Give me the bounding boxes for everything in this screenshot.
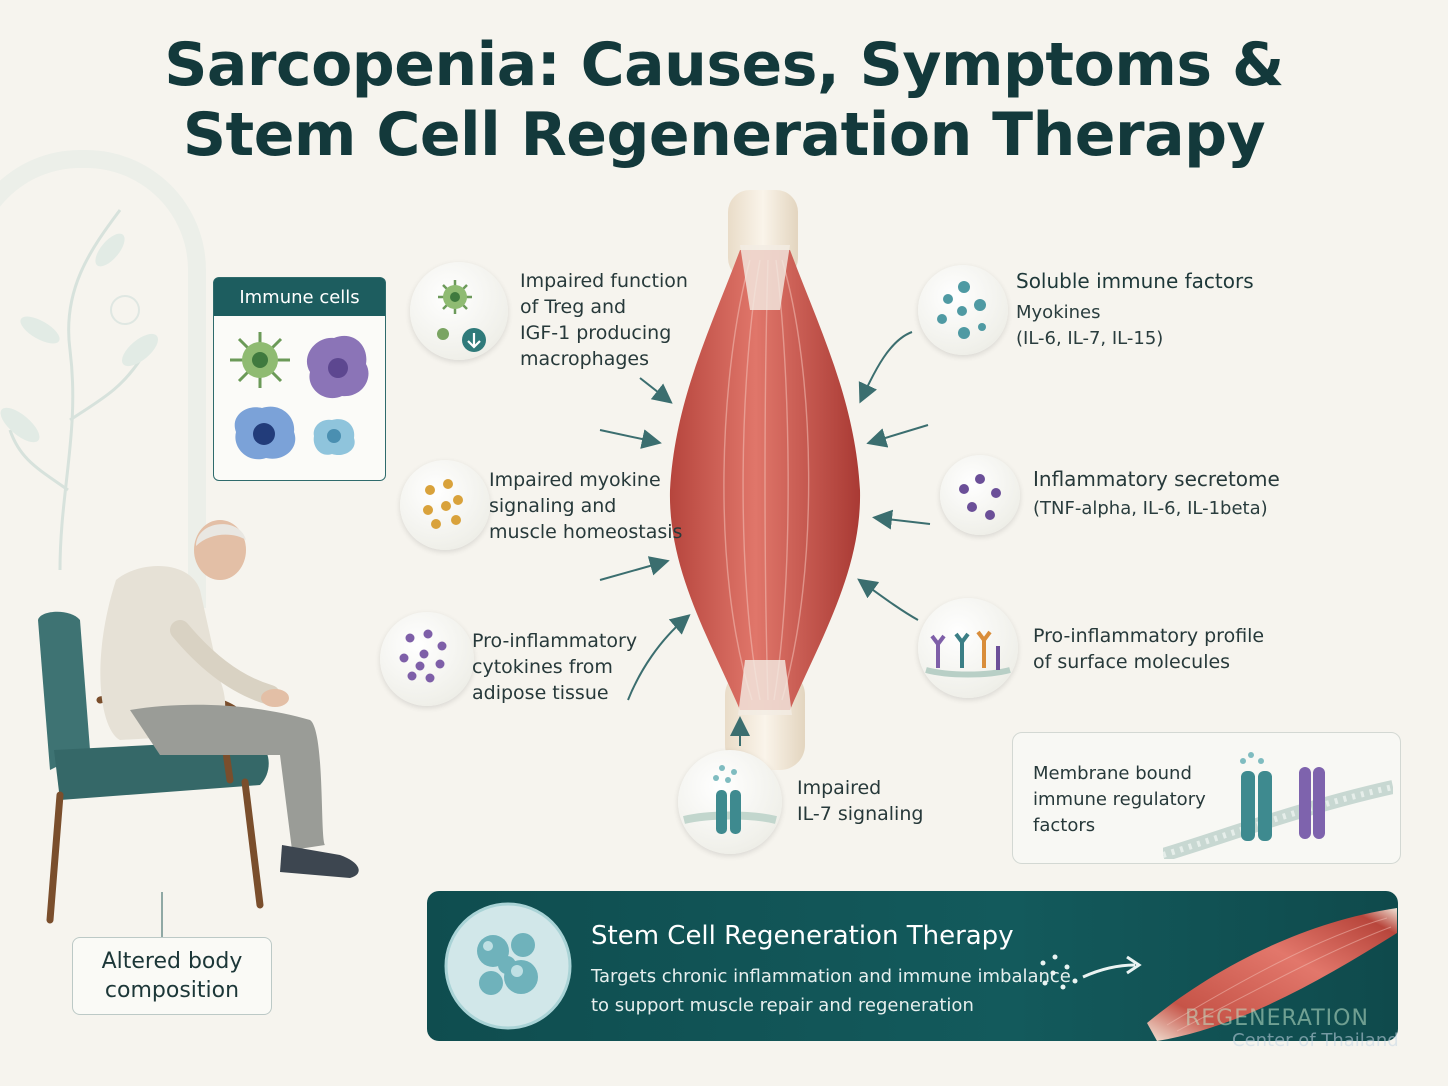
treg-macrophage-circle <box>410 262 508 360</box>
immune-cells-panel: Immune cells <box>213 277 386 481</box>
soluble-factors-label: Soluble immune factors Myokines (IL-6, I… <box>1016 269 1254 349</box>
therapy-title: Stem Cell Regeneration Therapy <box>591 921 1014 951</box>
adipose-cytokines-label: Pro-inflammatory cytokines from adipose … <box>472 630 638 704</box>
watermark-subtext: Center of Thailand <box>1232 1030 1399 1051</box>
membrane-receptor-icon <box>1163 752 1393 859</box>
immune-cells-illustration <box>230 332 369 460</box>
green-immune-cell-icon <box>230 332 290 388</box>
secretome-label: Inflammatory secretome (TNF-alpha, IL-6,… <box>1033 467 1280 519</box>
purple-immune-cell-icon <box>306 335 369 399</box>
surface-molecules-circle <box>918 598 1018 698</box>
therapy-description: Targets chronic inflammation and immune … <box>591 966 1071 1016</box>
surface-molecules-label: Pro-inflammatory profile of surface mole… <box>1033 625 1265 673</box>
background-plant-icon <box>0 209 159 570</box>
immune-cell-down-icon <box>437 280 486 352</box>
arrow-right-icon <box>1040 954 1142 990</box>
myokine-circle <box>400 460 490 550</box>
watermark-logo-text: REGENERATION <box>1185 1006 1369 1031</box>
altered-body-box: Altered body composition <box>72 937 272 1015</box>
stem-cell-therapy-banner: Stem Cell Regeneration Therapy Targets c… <box>427 891 1398 1041</box>
treg-macrophage-label: Impaired function of Treg and IGF-1 prod… <box>520 270 688 370</box>
membrane-factors-box: Membrane bound immune regulatory factors <box>1012 732 1401 864</box>
immune-cells-heading: Immune cells <box>214 278 385 316</box>
man-figure <box>100 520 359 878</box>
channel-receptor-icon <box>683 765 777 834</box>
teal-particles-icon <box>937 281 986 339</box>
title-line-2: Stem Cell Regeneration Therapy <box>182 100 1266 170</box>
regenerated-muscle-icon <box>1147 908 1397 1041</box>
purple-particles-icon <box>959 474 1001 520</box>
blue-immune-cell-icon <box>234 406 296 460</box>
title-line-1: Sarcopenia: Causes, Symptoms & <box>164 30 1284 100</box>
membrane-factors-label: Membrane bound immune regulatory factors <box>1033 763 1206 836</box>
elderly-man-illustration <box>38 520 359 924</box>
adipose-cytokines-circle <box>380 612 474 706</box>
il7-signaling-circle <box>678 750 782 854</box>
altered-body-connector <box>161 892 163 938</box>
soluble-factors-circle <box>918 265 1008 355</box>
secretome-circle <box>940 455 1020 535</box>
receptor-icon <box>925 630 1011 678</box>
il7-signaling-label: Impaired IL-7 signaling <box>797 777 924 825</box>
purple-particles-icon <box>399 629 447 683</box>
down-arrow-icon <box>467 333 481 349</box>
muscle-illustration <box>669 190 861 770</box>
stem-cell-icon <box>444 902 572 1030</box>
page-title: Sarcopenia: Causes, Symptoms & Stem Cell… <box>0 30 1448 170</box>
light-blue-immune-cell-icon <box>313 419 355 456</box>
orange-particles-icon <box>423 479 463 529</box>
myokine-label: Impaired myokine signaling and muscle ho… <box>489 469 683 543</box>
